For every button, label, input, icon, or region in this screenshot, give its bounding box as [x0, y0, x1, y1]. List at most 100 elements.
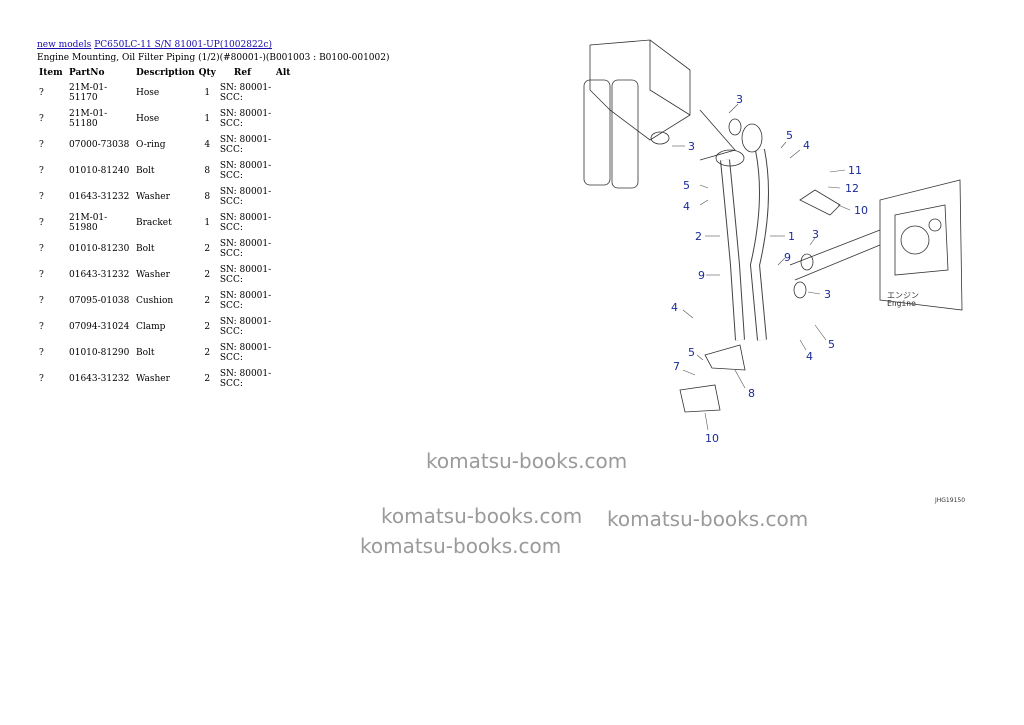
cell-alt	[274, 314, 298, 340]
bracket	[679, 384, 721, 413]
ref-line-1: SN: 80001-	[219, 343, 272, 353]
cell-partno: 07094-31024	[69, 322, 130, 332]
callout-label: 10	[854, 204, 868, 217]
o-ring	[800, 253, 814, 271]
ref-line-2: SCC:	[219, 327, 243, 337]
oil-filter-assembly	[583, 39, 736, 189]
cell-qty: 2	[204, 244, 211, 254]
cell-description: Bolt	[136, 348, 155, 358]
cell-partno: 01643-31232	[69, 374, 130, 384]
watermark: komatsu-books.com	[381, 504, 583, 528]
breadcrumb-link-model[interactable]: PC650LC-11 S/N 81001-UP(1002822c)	[94, 40, 272, 50]
ref-line-1: SN: 80001-	[219, 213, 272, 223]
ref-line-1: SN: 80001-	[219, 109, 272, 119]
callout-label: 2	[695, 230, 702, 243]
o-ring	[650, 131, 670, 145]
cell-qty: 2	[204, 322, 211, 332]
cell-description: Hose	[136, 114, 160, 124]
cell-partno: 01010-81290	[69, 348, 130, 358]
cell-description: O-ring	[136, 140, 166, 150]
ref-line-1: SN: 80001-	[219, 161, 272, 171]
cell-qty: 2	[204, 296, 211, 306]
watermark: komatsu-books.com	[426, 449, 628, 473]
callout-label: 9	[698, 269, 705, 282]
drawing-code: JHG19150	[935, 497, 966, 504]
callout-label: 3	[736, 93, 743, 106]
engine-label-jp: エンジン	[887, 291, 919, 300]
cell-qty: 4	[204, 140, 211, 150]
ref-line-1: SN: 80001-	[219, 317, 272, 327]
ref-line-2: SCC:	[219, 171, 243, 181]
ref-line-2: SCC:	[219, 223, 243, 233]
header-partno: PartNo	[69, 68, 105, 78]
engine-label: Engine	[887, 299, 916, 308]
cell-qty: 2	[204, 270, 211, 280]
breadcrumb-link-new-models[interactable]: new models	[37, 40, 92, 50]
parts-table: Item PartNo Description Qty Ref Alt ?21M…	[37, 66, 298, 392]
cell-ref: SN: 80001-SCC:	[218, 262, 274, 288]
cell-alt	[274, 210, 298, 236]
ref-line-2: SCC:	[219, 145, 243, 155]
cell-ref: SN: 80001-SCC:	[218, 210, 274, 236]
cell-item: ?	[39, 348, 44, 358]
callout-label: 8	[748, 387, 755, 400]
cell-description: Bolt	[136, 244, 155, 254]
cell-ref: SN: 80001-SCC:	[218, 80, 274, 106]
callout-label: 9	[784, 251, 791, 264]
cell-partno: 01643-31232	[69, 192, 130, 202]
callout-label: 7	[673, 360, 680, 373]
ref-line-1: SN: 80001-	[219, 265, 272, 275]
callout-label: 10	[705, 432, 719, 445]
cell-qty: 2	[204, 374, 211, 384]
cell-ref: SN: 80001-SCC:	[218, 132, 274, 158]
cell-partno: 01010-81240	[69, 166, 130, 176]
cell-partno: 21M-01-51170	[69, 83, 108, 103]
ref-line-2: SCC:	[219, 353, 243, 363]
ref-line-2: SCC:	[219, 301, 243, 311]
cell-item: ?	[39, 244, 44, 254]
o-ring	[793, 281, 807, 299]
cell-qty: 1	[204, 88, 211, 98]
cell-item: ?	[39, 218, 44, 228]
watermark: komatsu-books.com	[360, 534, 562, 558]
cell-qty: 8	[204, 166, 211, 176]
cell-description: Bracket	[136, 218, 172, 228]
hose-assembly	[715, 123, 769, 341]
header-item: Item	[39, 68, 63, 78]
cell-partno: 01643-31232	[69, 270, 130, 280]
cell-alt	[274, 158, 298, 184]
cell-item: ?	[39, 166, 44, 176]
ref-line-1: SN: 80001-	[219, 187, 272, 197]
ref-line-2: SCC:	[219, 197, 243, 207]
cell-description: Washer	[136, 192, 170, 202]
cell-description: Clamp	[136, 322, 166, 332]
callout-labels: 3 3 5 4 11 12 10 5 4 2 1 3 9 9 3 4 5 4 5…	[671, 93, 919, 445]
cell-qty: 1	[204, 218, 211, 228]
engine-pipe	[789, 229, 881, 281]
callout-label: 3	[688, 140, 695, 153]
ref-line-2: SCC:	[219, 119, 243, 129]
cell-description: Washer	[136, 270, 170, 280]
cell-partno: 01010-81230	[69, 244, 130, 254]
cell-ref: SN: 80001-SCC:	[218, 106, 274, 132]
parts-diagram: 3 3 5 4 11 12 10 5 4 2 1 3 9 9 3 4 5 4 5…	[583, 39, 963, 445]
callout-label: 5	[786, 129, 793, 142]
cell-ref: SN: 80001-SCC:	[218, 184, 274, 210]
cell-alt	[274, 106, 298, 132]
callout-label: 4	[671, 301, 678, 314]
cell-description: Cushion	[136, 296, 174, 306]
cell-ref: SN: 80001-SCC:	[218, 314, 274, 340]
cell-ref: SN: 80001-SCC:	[218, 158, 274, 184]
cell-item: ?	[39, 322, 44, 332]
cell-qty: 8	[204, 192, 211, 202]
cell-ref: SN: 80001-SCC:	[218, 288, 274, 314]
callout-label: 5	[828, 338, 835, 351]
callout-label: 5	[683, 179, 690, 192]
